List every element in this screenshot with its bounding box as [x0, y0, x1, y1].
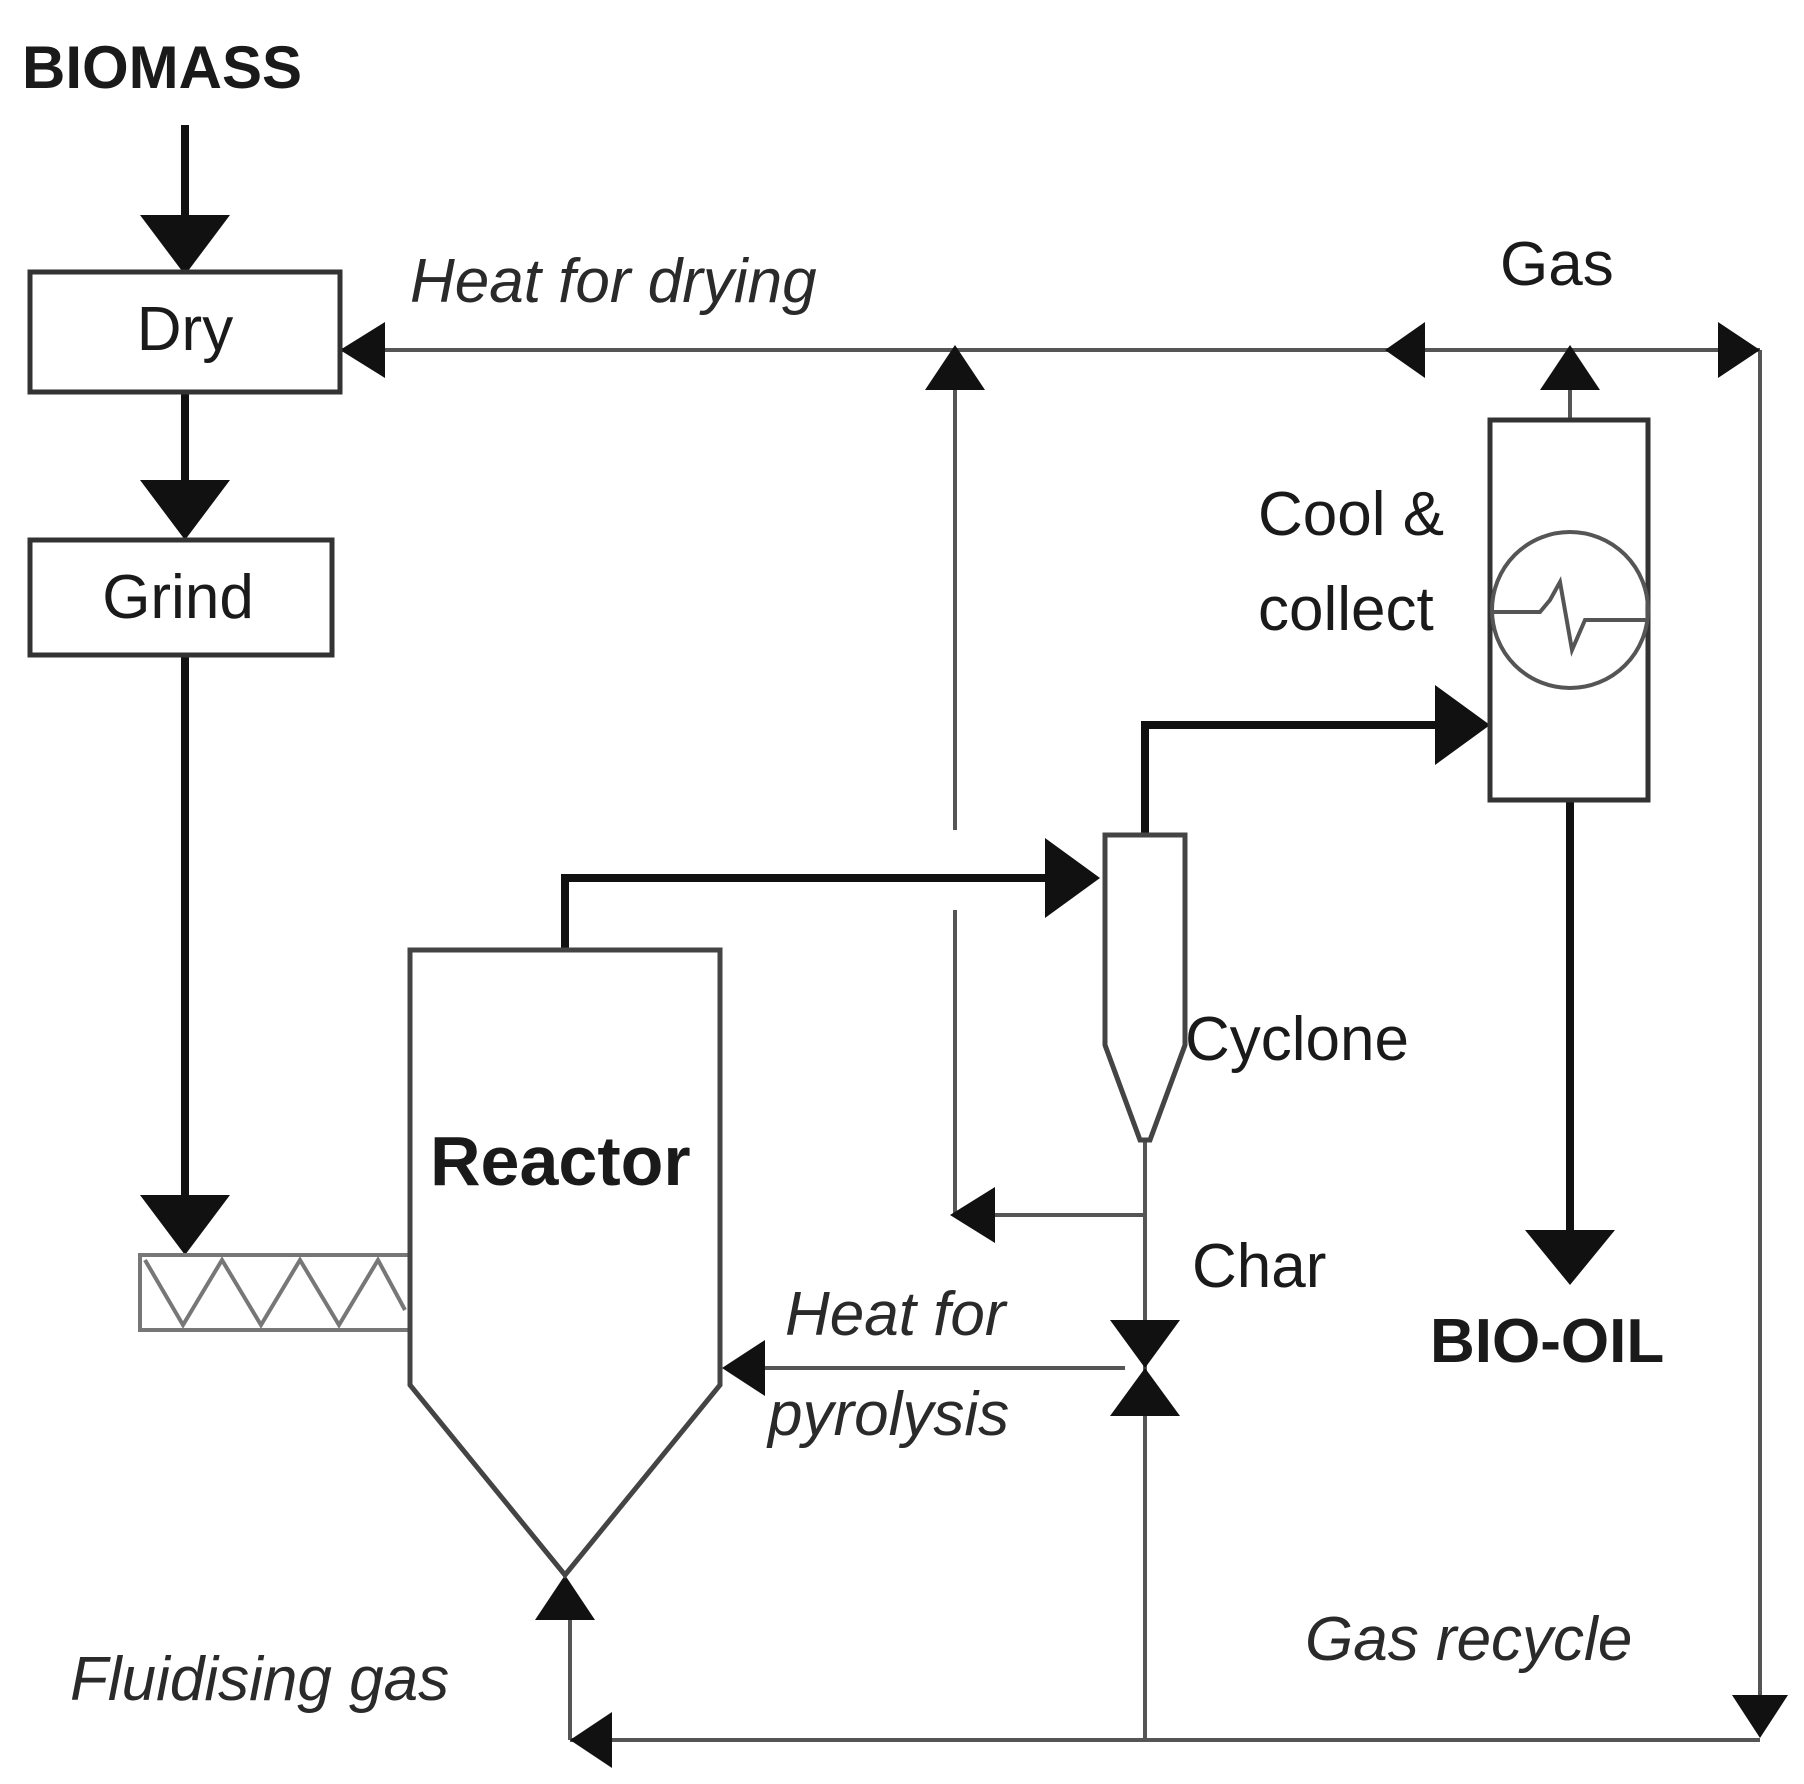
valve-icon-lower: [1110, 1368, 1180, 1416]
gas-split-left-arrowhead: [1385, 322, 1425, 378]
reactor-to-cyclone-line: [561, 874, 1060, 950]
fluidising-gas-label: Fluidising gas: [70, 1645, 449, 1714]
cyclone-to-condenser-line: [1141, 721, 1440, 835]
cyclone-label: Cyclone: [1185, 1005, 1409, 1074]
char-riser-arrowhead: [925, 345, 985, 390]
cool-collect-label-line2: collect: [1258, 575, 1434, 644]
valve-icon-upper: [1110, 1320, 1180, 1368]
cool-collect-label-line1: Cool &: [1258, 480, 1444, 549]
heat-for-pyrolysis-label-line2: pyrolysis: [766, 1380, 1009, 1449]
condenser-gas-arrowhead: [1540, 345, 1600, 390]
cyclone-to-condenser-arrowhead: [1435, 685, 1490, 765]
grind-to-feeder-arrowhead: [140, 1195, 230, 1255]
heat-for-drying-label: Heat for drying: [410, 247, 817, 316]
reactor-vessel: [407, 947, 723, 1579]
grind-label: Grind: [102, 563, 254, 632]
screw-feeder: [138, 1253, 412, 1332]
heat-for-drying-arrowhead: [340, 322, 385, 378]
gas-recycle-down-arrowhead: [1732, 1695, 1788, 1738]
gas-label: Gas: [1500, 230, 1614, 299]
cyclone-vessel: [1102, 832, 1188, 1143]
heat-exchanger-zigzag: [1490, 576, 1648, 657]
dry-to-grind-arrowhead: [140, 480, 230, 540]
biomass-arrowhead: [140, 215, 230, 275]
heat-for-pyrolysis-arrowhead: [722, 1340, 765, 1396]
dry-label: Dry: [137, 295, 233, 364]
grind-box: [27, 537, 335, 658]
fluidising-gas-arrowhead: [535, 1575, 595, 1620]
char-label: Char: [1192, 1232, 1326, 1301]
reactor-label: Reactor: [430, 1122, 691, 1200]
gas-recycle-label: Gas recycle: [1305, 1605, 1632, 1674]
reactor-to-cyclone-arrowhead: [1045, 838, 1100, 918]
screw-feeder-flights: [143, 1255, 407, 1329]
bio-oil-label: BIO-OIL: [1430, 1307, 1664, 1376]
gas-split-right-arrowhead: [1718, 322, 1760, 378]
char-arrowhead: [950, 1187, 995, 1243]
dry-box: [27, 269, 343, 395]
heat-for-pyrolysis-label-line1: Heat for: [785, 1280, 1008, 1349]
biomass-label: BIOMASS: [22, 34, 302, 101]
bio-oil-arrowhead: [1525, 1230, 1615, 1285]
gas-recycle-left-arrowhead: [570, 1712, 612, 1768]
